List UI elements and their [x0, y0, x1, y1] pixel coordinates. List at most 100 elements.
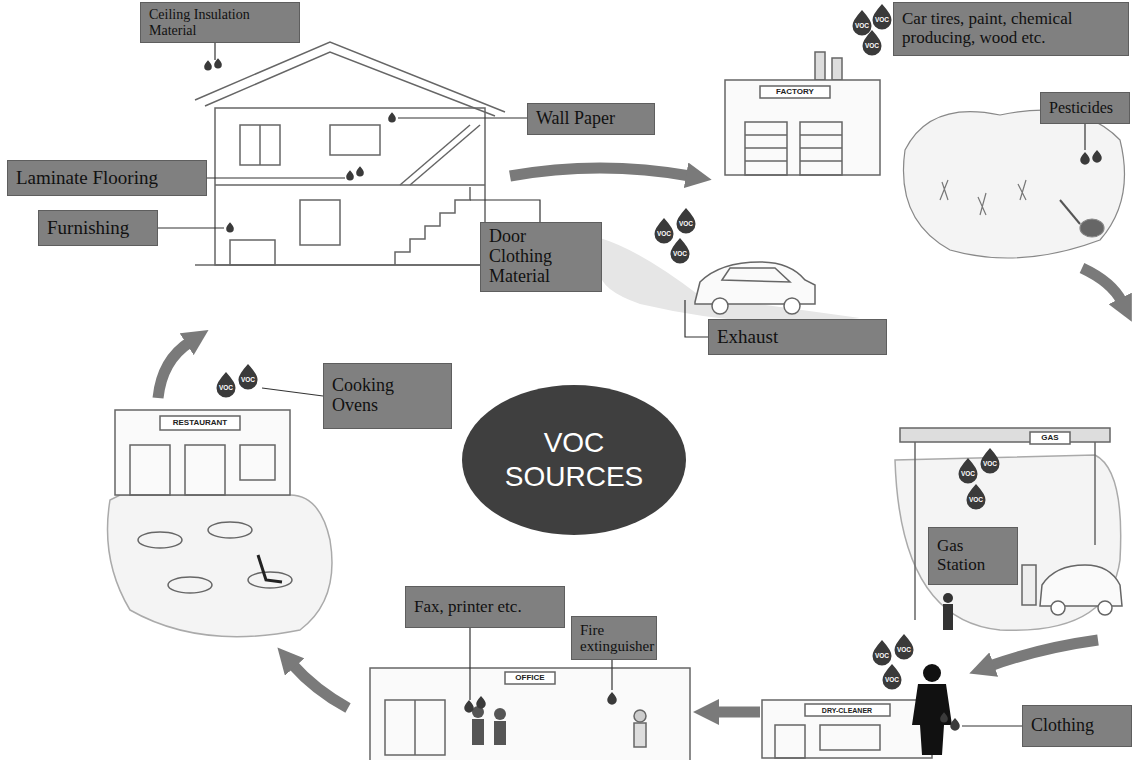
- restaurant-illustration-part: [130, 445, 170, 495]
- house-illustration-part: [300, 200, 340, 245]
- drop-label: VOC: [865, 43, 879, 50]
- voc-drops-part: [238, 364, 257, 390]
- small-drops-part: [214, 58, 222, 68]
- factory-illustration-part: [800, 134, 842, 136]
- box-text: Door Clothing Material: [489, 227, 593, 286]
- small-drops-part: [1080, 152, 1090, 165]
- voc-drops-part: [872, 4, 891, 30]
- voc-drops-part: [852, 10, 871, 36]
- small-drops-part: [940, 712, 948, 722]
- dry-cleaner-illustration: [762, 700, 932, 758]
- car-illustration-part: [722, 268, 790, 282]
- house-illustration-part: [395, 187, 470, 265]
- factory-illustration-part: [815, 52, 825, 80]
- house-illustration-part: [240, 125, 280, 165]
- factory-illustration-part: [800, 147, 842, 149]
- dry-cleaner-illustration-part: [805, 704, 890, 716]
- drop-label: VOC: [961, 471, 975, 478]
- voc-drops-part: [654, 218, 673, 244]
- center-title: VOC SOURCES: [499, 426, 649, 493]
- office-illustration-part: [505, 672, 555, 684]
- pesticide-field-part: [1080, 219, 1104, 237]
- gas-station-illustration-part: [1030, 432, 1070, 444]
- label-box: Furnishing: [38, 210, 158, 246]
- voc-drops-part: [958, 458, 977, 484]
- box-text: Clothing: [1031, 716, 1094, 736]
- factory-illustration-part: [745, 134, 787, 136]
- factory-illustration-part: [745, 160, 787, 162]
- box-text: Furnishing: [47, 218, 129, 239]
- restaurant-illustration-part: [160, 416, 240, 430]
- leader-lines: [158, 38, 1085, 726]
- drop-label: VOC: [969, 497, 983, 504]
- small-drops-part: [1092, 150, 1102, 163]
- small-drops-part: [226, 222, 234, 232]
- voc-drops-part: [882, 664, 901, 690]
- office-illustration-part: [634, 723, 646, 747]
- pesticide-field: [903, 110, 1124, 258]
- label-box: Car tires, paint, chemical producing, wo…: [893, 2, 1129, 56]
- factory-illustration-part: [745, 147, 787, 149]
- dry-cleaner-illustration-part: [762, 700, 932, 758]
- leader-lines-part: [962, 725, 1022, 726]
- office-illustration-part: [385, 700, 445, 755]
- office-illustration-part: [634, 710, 646, 722]
- gas-station-illustration-part: [943, 593, 953, 603]
- restaurant-illustration-part: [185, 445, 225, 495]
- car-illustration-part: [784, 298, 800, 314]
- office-illustration-part: [494, 721, 506, 745]
- drop-label: VOC: [241, 377, 255, 384]
- office-illustration-part: [494, 708, 506, 720]
- small-drops-part: [356, 166, 364, 176]
- restaurant-illustration-part: [240, 445, 275, 480]
- factory-illustration-part: [760, 86, 830, 98]
- leader-lines-part: [685, 300, 708, 337]
- box-text: Fax, printer etc.: [414, 598, 522, 617]
- label-box: Ceiling Insulation Material: [140, 2, 300, 43]
- car-illustration: [600, 238, 860, 323]
- cycle-arrows-part: [715, 707, 760, 718]
- pesticide-field-part: [940, 180, 1026, 215]
- drop-label: VOC: [983, 461, 997, 468]
- drop-label: VOC: [855, 23, 869, 30]
- sign-text: GAS: [1041, 434, 1058, 442]
- person-silhouette: [912, 664, 952, 755]
- leader-lines-part: [262, 388, 323, 396]
- label-box: Fire extinguisher: [571, 616, 657, 660]
- leader-lines-part: [470, 200, 540, 222]
- box-text: Fire extinguisher: [580, 622, 654, 655]
- leader-lines-part: [469, 628, 470, 700]
- office-illustration-part: [472, 719, 484, 745]
- drop-label: VOC: [885, 677, 899, 684]
- box-text: Ceiling Insulation Material: [149, 7, 291, 38]
- ellipse-fill: [462, 385, 686, 535]
- box-text: Car tires, paint, chemical producing, wo…: [902, 10, 1117, 47]
- small-drops: [204, 58, 1102, 730]
- leader-lines-part: [398, 117, 527, 118]
- leader-lines-part: [207, 177, 345, 178]
- factory-illustration-part: [800, 122, 842, 175]
- gas-station-illustration-part: [1022, 565, 1036, 605]
- box-text: Laminate Flooring: [16, 168, 158, 189]
- drop-label: VOC: [657, 231, 671, 238]
- house-illustration-part: [410, 125, 480, 185]
- voc-drops: [216, 4, 999, 690]
- label-box: Pesticides: [1040, 92, 1130, 124]
- voc-drops-part: [872, 640, 891, 666]
- office-illustration-part: [414, 700, 416, 755]
- dry-cleaner-illustration-part: [820, 725, 880, 750]
- voc-drops-part: [980, 448, 999, 474]
- pesticide-field-part: [1060, 200, 1080, 224]
- sign-text: FACTORY: [776, 88, 814, 96]
- house-illustration-part: [205, 52, 495, 116]
- drop-label: VOC: [897, 647, 911, 654]
- restaurant-illustration-part: [258, 555, 282, 582]
- label-box: Fax, printer etc.: [405, 586, 565, 628]
- house-illustration-part: [215, 184, 485, 186]
- box-text: Cooking Ovens: [332, 376, 412, 416]
- voc-drops-part: [966, 484, 985, 510]
- gas-station-illustration: [895, 428, 1122, 630]
- leader-lines-part: [611, 660, 612, 690]
- label-box: Clothing: [1022, 705, 1132, 747]
